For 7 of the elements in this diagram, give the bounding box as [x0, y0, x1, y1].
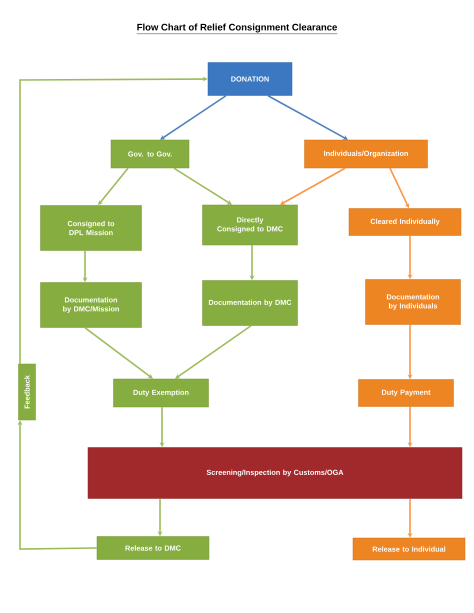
arrow	[160, 95, 226, 140]
arrow	[268, 95, 348, 140]
arrow	[175, 325, 252, 379]
title: Flow Chart of Relief Consignment Clearance	[136, 24, 338, 34]
arrow	[280, 168, 346, 205]
arrow	[84, 327, 153, 379]
arrow	[174, 168, 232, 205]
